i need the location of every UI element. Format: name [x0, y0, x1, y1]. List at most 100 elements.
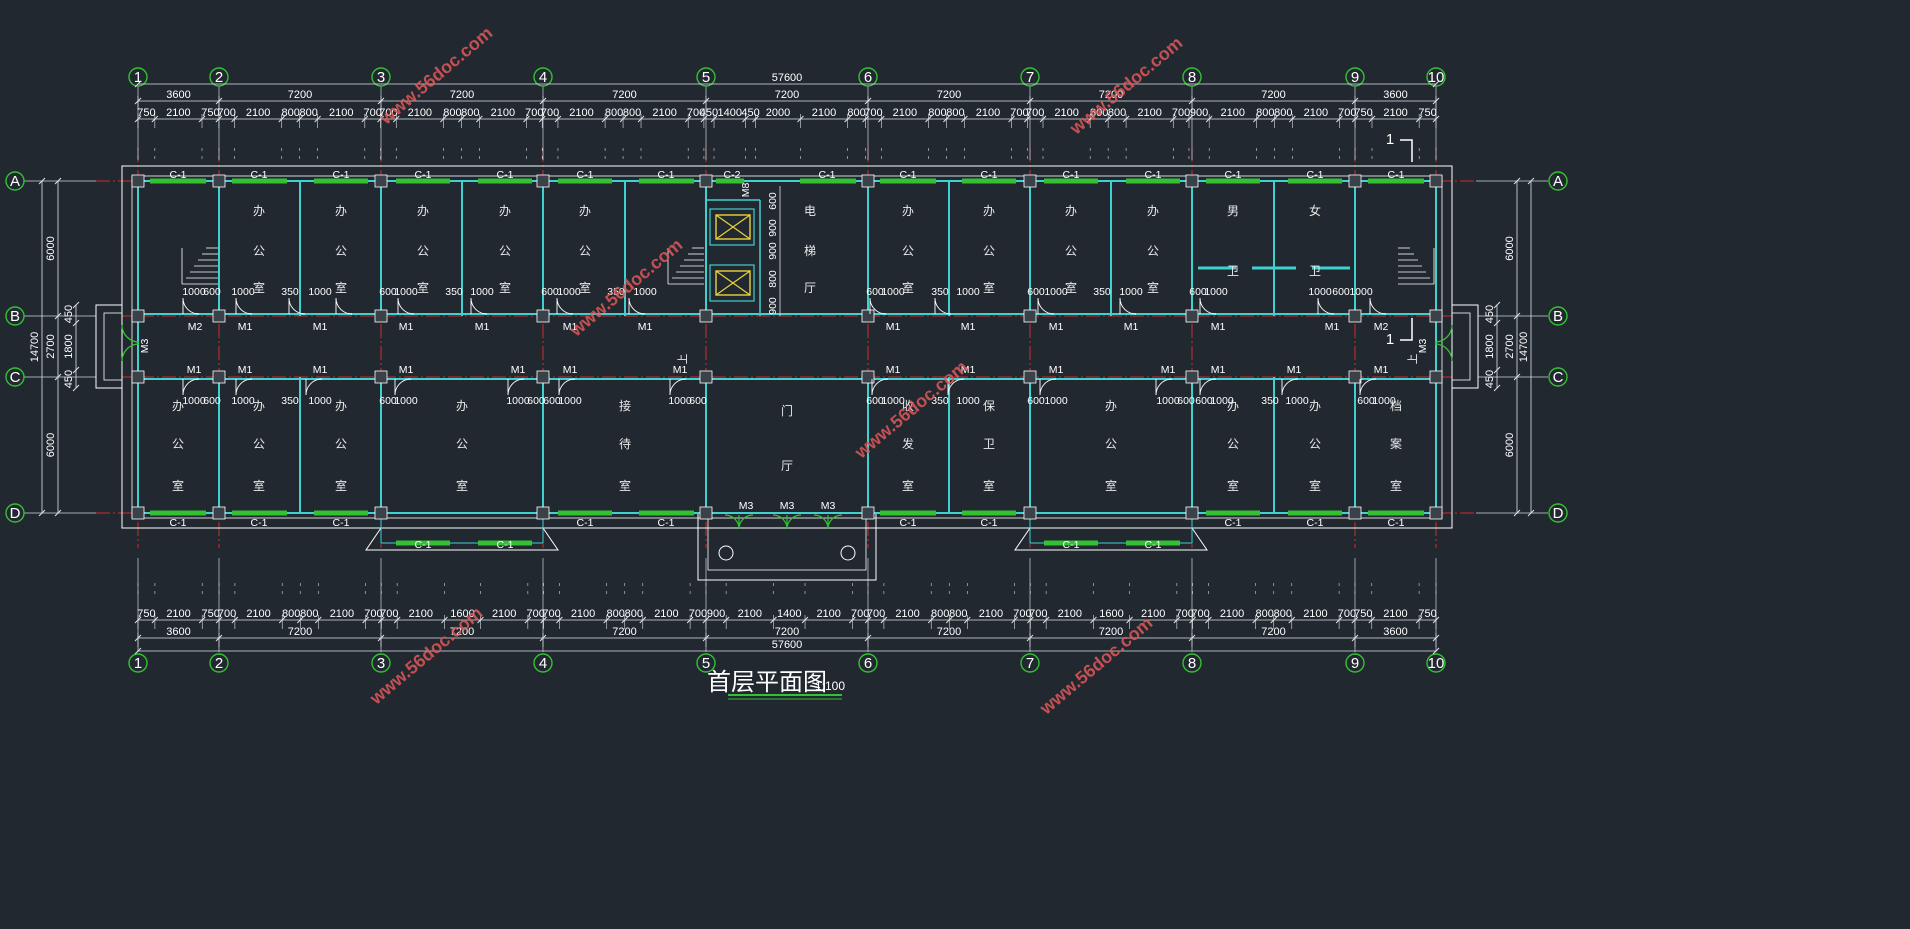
grid-bubble-B [5, 306, 25, 326]
dim-detail-top-value: 1400 [717, 107, 741, 119]
dim-detail-top-value: 450 [700, 107, 718, 119]
room-label-south: 厅 [781, 459, 793, 473]
south-projection-right [1014, 527, 1208, 551]
window-north [150, 178, 206, 184]
grid-bubble-10 [1426, 653, 1446, 673]
structural-column [212, 370, 226, 384]
east-porch-step [1451, 312, 1471, 381]
room-label-south: 公 [456, 437, 468, 451]
structural-column [861, 309, 875, 323]
dim-left-side-value: 2700 [45, 334, 57, 358]
elevator-1-car [715, 214, 751, 240]
dim-bays-top-value: 7200 [450, 89, 474, 101]
dim-detail-bottom-value: 2100 [654, 608, 678, 620]
elevator-2 [709, 264, 755, 302]
door-width-dim: 1000 [1044, 286, 1068, 298]
room-label-south: 办 [172, 398, 184, 413]
room-label-south: 保 [983, 399, 995, 413]
room-label-north: 公 [579, 244, 591, 258]
window-tag: C-1 [1225, 517, 1242, 529]
room-label-north: 室 [335, 280, 347, 295]
dim-left-corridor-value: 450 [63, 370, 75, 388]
door-tag-m3: M3 [1417, 339, 1429, 354]
door-tag: M1 [238, 321, 253, 333]
door-swing-south [1359, 378, 1377, 396]
dim-right-corridor-value: 450 [1484, 370, 1496, 388]
dim-detail-top-value: 800 [605, 107, 623, 119]
room-label-south: 室 [983, 478, 995, 493]
dim-detail-top-value: 750 [1354, 107, 1372, 119]
grid-bubble-C [1548, 367, 1568, 387]
door-tag: M1 [886, 364, 901, 376]
door-width-dim: 600 [203, 286, 221, 298]
dim-detail-bottom-value: 2100 [1303, 608, 1327, 620]
dim-detail-top-value: 700 [541, 107, 559, 119]
grid-label-5: 5 [702, 655, 710, 672]
room-label-south: 门 [781, 403, 793, 418]
grid-label-C: C [10, 369, 21, 386]
door-tag: M1 [313, 321, 328, 333]
room-label-north: 室 [499, 280, 511, 295]
structural-column [536, 370, 550, 384]
dim-bays-bottom-value: 7200 [612, 626, 636, 638]
dim-bays-top-value: 7200 [288, 89, 312, 101]
window-tag: C-1 [333, 169, 350, 181]
dim-detail-top-value: 800 [847, 107, 865, 119]
door-width-dim: 1000 [506, 395, 530, 407]
room-label-north: 公 [253, 244, 265, 258]
room-label-north: 办 [1065, 203, 1077, 218]
window-projection [1126, 540, 1180, 546]
room-label-south: 办 [456, 398, 468, 413]
dim-right-corridor-value: 450 [1484, 305, 1496, 323]
grid-label-D: D [10, 505, 21, 522]
dim-detail-top-value: 2100 [976, 107, 1000, 119]
structural-column [861, 370, 875, 384]
door-width-dim: 1000 [956, 395, 980, 407]
door-swing-north [470, 297, 488, 315]
structural-column [699, 309, 713, 323]
room-label-south: 公 [1309, 437, 1321, 451]
structural-column [374, 370, 388, 384]
door-tag: M1 [1049, 364, 1064, 376]
stair-up-label: 上 [677, 354, 689, 365]
door-swing-south [305, 378, 323, 396]
room-label-south: 案 [1390, 436, 1402, 451]
dim-detail-top-value: 2100 [491, 107, 515, 119]
structural-column [212, 506, 226, 520]
door-width-dim: 600 [1357, 395, 1375, 407]
west-entrance-door [121, 324, 140, 362]
drawing-title: 首层平面图 [707, 668, 827, 696]
dim-detail-bottom-value: 700 [527, 608, 545, 620]
window-south [962, 510, 1016, 516]
structural-column [699, 174, 713, 188]
door-tag: M1 [563, 364, 578, 376]
room-label-south: 公 [172, 437, 184, 451]
room-label-north: 办 [499, 203, 511, 218]
dim-detail-top-value: 800 [946, 107, 964, 119]
window-tag: C-1 [497, 169, 514, 181]
window-tag: C-1 [497, 539, 514, 551]
door-width-dim: 1000 [394, 395, 418, 407]
dim-bays-top-value: 7200 [1261, 89, 1285, 101]
window-south [1206, 510, 1260, 516]
door-tag: M1 [399, 321, 414, 333]
grid-bubble-7 [1020, 653, 1040, 673]
door-swing-north [1199, 297, 1217, 315]
door-swing-south [394, 378, 412, 396]
grid-bubble-C [5, 367, 25, 387]
door-width-dim: 1000 [1204, 286, 1228, 298]
dim-detail-bottom-value: 700 [1013, 608, 1031, 620]
grid-bubble-3 [371, 653, 391, 673]
room-label-north: 女 [1309, 203, 1321, 218]
door-swing-south [1281, 378, 1299, 396]
grid-label-5: 5 [702, 69, 710, 86]
door-swing-north [182, 297, 200, 315]
door-tag-m3: M3 [821, 500, 836, 512]
dim-detail-bottom-value: 800 [1256, 608, 1274, 620]
dim-detail-top-value: 2100 [1383, 107, 1407, 119]
dim-detail-top-value: 2100 [1304, 107, 1328, 119]
grid-label-2: 2 [215, 69, 223, 86]
door-swing-south [182, 378, 200, 396]
dim-detail-bottom-value: 800 [625, 608, 643, 620]
